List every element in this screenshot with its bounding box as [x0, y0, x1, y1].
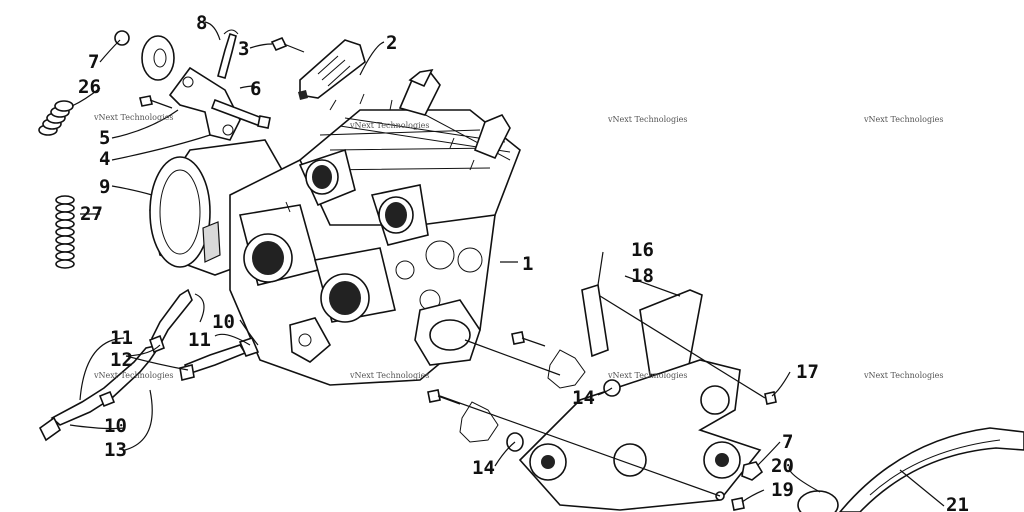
- watermark: vNext Technologies: [607, 371, 687, 380]
- callout-3: 3: [238, 38, 249, 60]
- engine-assembly: [149, 68, 561, 386]
- callout-17: 17: [796, 361, 819, 383]
- callout-6: 6: [250, 78, 261, 100]
- watermark: vNext Technologies: [93, 371, 173, 380]
- watermark: vNext Technologies: [863, 371, 943, 380]
- callout-2: 2: [386, 32, 397, 54]
- callout-21: 21: [946, 494, 969, 512]
- engine-mount-parts: [427, 283, 1024, 512]
- callout-14-upper: 14: [572, 387, 595, 409]
- fuel-lines: [38, 288, 260, 442]
- watermark: vNext Technologies: [863, 115, 943, 124]
- callout-7-lower: 7: [782, 431, 793, 453]
- callout-13: 13: [104, 439, 127, 461]
- callout-19: 19: [771, 479, 794, 501]
- callout-1: 1: [522, 253, 533, 275]
- watermark: vNext Technologies: [349, 371, 429, 380]
- watermark: vNext Technologies: [607, 115, 687, 124]
- watermark: vNext Technologies: [93, 113, 173, 122]
- callout-11-right: 11: [188, 329, 211, 351]
- callout-5: 5: [99, 127, 110, 149]
- starter-handle-assembly: [114, 29, 366, 141]
- callout-10-lower: 10: [104, 415, 127, 437]
- callout-labels: 1 2 3 4 5 6 7 8 9 10 10 11 11 12 13 14 1…: [78, 12, 969, 512]
- callout-18: 18: [631, 265, 654, 287]
- callout-11-left: 11: [110, 327, 133, 349]
- callout-26: 26: [78, 76, 101, 98]
- callout-9: 9: [99, 176, 110, 198]
- callout-8: 8: [196, 12, 207, 34]
- callout-12: 12: [110, 349, 133, 371]
- callout-27: 27: [80, 203, 103, 225]
- callout-4: 4: [99, 148, 110, 170]
- callout-7: 7: [88, 51, 99, 73]
- spring-26: [38, 100, 74, 136]
- callout-10-upper: 10: [212, 311, 235, 333]
- callout-16: 16: [631, 239, 654, 261]
- watermarks: vNext Technologies vNext Technologies vN…: [93, 113, 943, 380]
- callout-14-lower: 14: [472, 457, 495, 479]
- callout-20: 20: [771, 455, 794, 477]
- spring-27: [55, 195, 75, 269]
- leader-lines: [69, 21, 945, 507]
- watermark: vNext Technologies: [349, 121, 429, 130]
